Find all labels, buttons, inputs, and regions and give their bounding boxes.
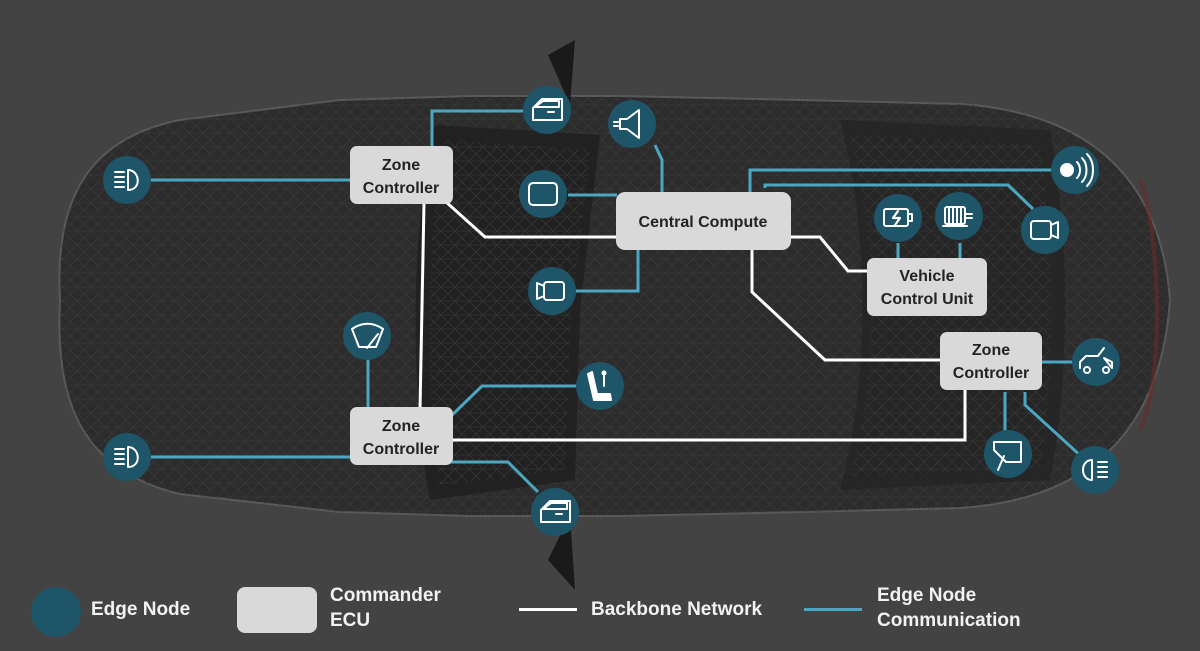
edge-link xyxy=(1023,392,1084,459)
edge-link xyxy=(748,168,1052,194)
backbone-link xyxy=(750,250,942,362)
edge-link xyxy=(430,109,523,146)
legend-edge-node-swatch xyxy=(31,587,81,637)
battery-icon xyxy=(874,194,922,242)
backbone-link xyxy=(790,235,868,273)
central-compute: Central Compute xyxy=(616,192,791,250)
edge-link xyxy=(574,250,640,293)
legend-edge-node-label: Edge Node xyxy=(91,599,191,620)
motor-icon xyxy=(935,192,983,240)
legend-edge-comm-label: Edge Node Communication xyxy=(877,585,1021,631)
ecu-label: Controller xyxy=(953,365,1029,382)
wiper-icon xyxy=(343,312,391,360)
legend-backbone-label: Backbone Network xyxy=(591,599,763,620)
window-icon xyxy=(984,430,1032,478)
ecu-label: Controller xyxy=(363,441,439,458)
radar-sensor-icon xyxy=(1051,146,1099,194)
speaker-icon xyxy=(608,100,656,148)
camera-icon xyxy=(1021,206,1069,254)
headlight-icon xyxy=(103,433,151,481)
legend: Edge Node Commander ECU Backbone Network… xyxy=(0,570,1200,651)
ecu-label: Zone xyxy=(382,418,420,435)
edge-link xyxy=(450,460,540,494)
ecu-label: Central Compute xyxy=(639,214,768,231)
edge-communication xyxy=(148,109,1084,494)
legend-ecu-label: Commander ECU xyxy=(330,585,441,631)
backbone-link xyxy=(443,199,617,239)
trunk-icon xyxy=(1072,338,1120,386)
ecu-label: Zone xyxy=(972,342,1010,359)
seat-icon xyxy=(576,362,624,410)
headlight-icon xyxy=(103,156,151,204)
ecu-label: Zone xyxy=(382,157,420,174)
legend-edge-comm-swatch xyxy=(804,608,862,611)
zone-controller-rear-right: Zone Controller xyxy=(940,332,1042,390)
zone-controller-front: Zone Controller xyxy=(350,146,453,204)
edge-link xyxy=(763,183,1035,211)
legend-ecu-swatch xyxy=(237,587,317,633)
ecu-label: Controller xyxy=(363,180,439,197)
edge-link xyxy=(653,144,664,193)
vehicle-control-unit: Vehicle Control Unit xyxy=(867,258,987,316)
edge-link xyxy=(448,384,580,419)
taillight-icon xyxy=(1071,446,1119,494)
zone-controller-rear-left: Zone Controller xyxy=(350,407,453,465)
backbone-network xyxy=(418,199,967,442)
door-icon xyxy=(523,86,571,134)
legend-backbone-swatch xyxy=(519,608,577,611)
backbone-link xyxy=(450,390,967,442)
door-icon xyxy=(531,488,579,536)
ecu-label: Control Unit xyxy=(881,291,974,308)
ecu-label: Vehicle xyxy=(899,268,954,285)
camera-icon xyxy=(528,267,576,315)
backbone-link xyxy=(418,202,426,410)
display-icon xyxy=(519,170,567,218)
